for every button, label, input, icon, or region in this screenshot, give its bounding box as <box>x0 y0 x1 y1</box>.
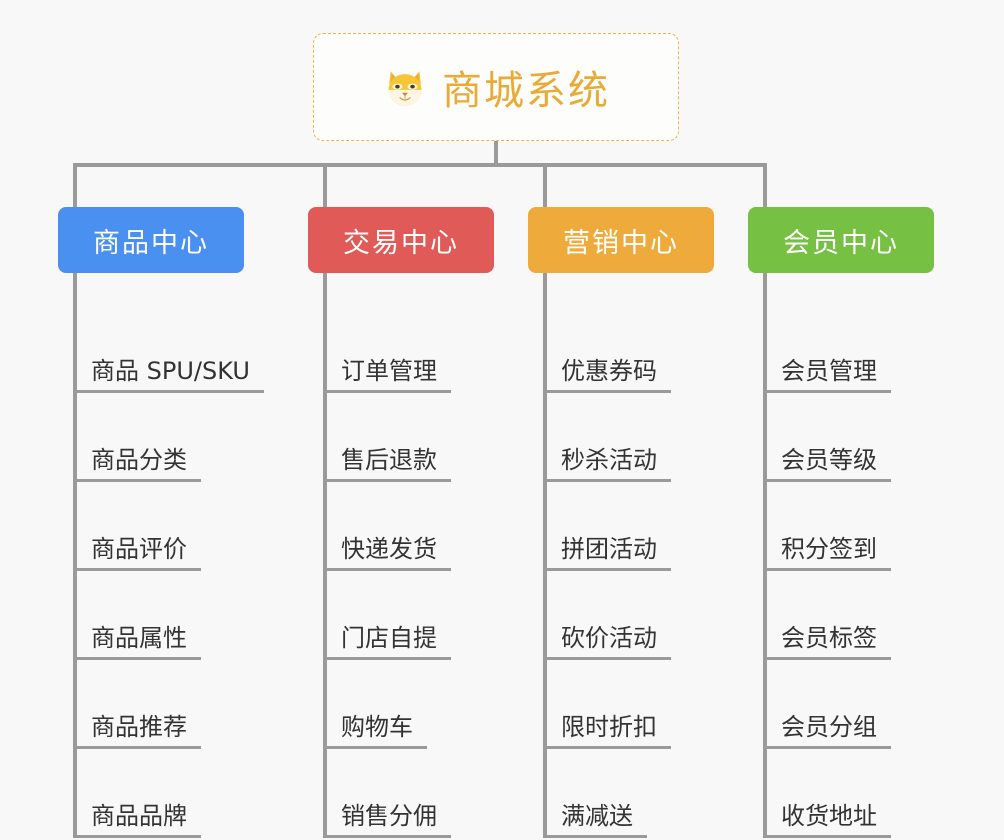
leaf-item[interactable]: 商品属性 <box>73 598 201 660</box>
connector-drop-3 <box>543 163 547 207</box>
leaf-item-label: 快递发货 <box>341 535 437 564</box>
leaf-item[interactable]: 商品 SPU/SKU <box>73 331 264 393</box>
leaf-item[interactable]: 销售分佣 <box>323 776 451 838</box>
leaf-item-label: 砍价活动 <box>561 624 657 653</box>
leaf-item-label: 会员等级 <box>781 446 877 475</box>
leaf-item[interactable]: 拼团活动 <box>543 509 671 571</box>
category-label: 会员中心 <box>783 227 899 259</box>
leaf-item-label: 积分签到 <box>781 535 877 564</box>
leaf-item-label: 收货地址 <box>781 802 877 831</box>
leaf-item[interactable]: 会员管理 <box>763 331 891 393</box>
root-node[interactable]: 商城系统 <box>313 33 679 141</box>
leaf-item-label: 会员标签 <box>781 624 877 653</box>
connector-bus-bar <box>73 163 767 167</box>
connector-root-stem <box>494 141 498 167</box>
category-box-4[interactable]: 会员中心 <box>748 207 934 273</box>
leaf-item-label: 限时折扣 <box>561 713 657 742</box>
leaf-item-label: 商品分类 <box>91 446 187 475</box>
leaf-item[interactable]: 商品推荐 <box>73 687 201 749</box>
leaf-item[interactable]: 商品分类 <box>73 420 201 482</box>
connector-drop-1 <box>73 163 77 207</box>
leaf-item-label: 优惠券码 <box>561 357 657 386</box>
leaf-spine <box>323 273 327 838</box>
connector-drop-2 <box>323 163 327 207</box>
leaf-item-label: 秒杀活动 <box>561 446 657 475</box>
leaf-item[interactable]: 砍价活动 <box>543 598 671 660</box>
leaf-item-label: 门店自提 <box>341 624 437 653</box>
leaf-item[interactable]: 购物车 <box>323 687 427 749</box>
leaf-item-label: 商品评价 <box>91 535 187 564</box>
leaf-item[interactable]: 满减送 <box>543 776 647 838</box>
connector-drop-4 <box>763 163 767 207</box>
leaf-item[interactable]: 限时折扣 <box>543 687 671 749</box>
category-box-1[interactable]: 商品中心 <box>58 207 244 273</box>
leaf-item-label: 拼团活动 <box>561 535 657 564</box>
leaf-item[interactable]: 秒杀活动 <box>543 420 671 482</box>
leaf-item[interactable]: 快递发货 <box>323 509 451 571</box>
leaf-item[interactable]: 商品品牌 <box>73 776 201 838</box>
leaf-item[interactable]: 门店自提 <box>323 598 451 660</box>
leaf-item[interactable]: 售后退款 <box>323 420 451 482</box>
leaf-item[interactable]: 商品评价 <box>73 509 201 571</box>
leaf-item[interactable]: 收货地址 <box>763 776 891 838</box>
category-label: 交易中心 <box>343 227 459 259</box>
shiba-dog-icon <box>382 64 428 110</box>
leaf-item[interactable]: 会员等级 <box>763 420 891 482</box>
leaf-item-label: 会员管理 <box>781 357 877 386</box>
leaf-item[interactable]: 会员标签 <box>763 598 891 660</box>
leaf-item-label: 售后退款 <box>341 446 437 475</box>
leaf-item-label: 商品品牌 <box>91 802 187 831</box>
leaf-item-label: 销售分佣 <box>341 802 437 831</box>
leaf-item[interactable]: 优惠券码 <box>543 331 671 393</box>
category-box-3[interactable]: 营销中心 <box>528 207 714 273</box>
leaf-item[interactable]: 会员分组 <box>763 687 891 749</box>
leaf-spine <box>763 273 767 838</box>
leaf-item-label: 商品推荐 <box>91 713 187 742</box>
leaf-spine <box>73 273 77 838</box>
category-box-2[interactable]: 交易中心 <box>308 207 494 273</box>
root-title: 商城系统 <box>442 68 610 114</box>
leaf-item-label: 订单管理 <box>341 357 437 386</box>
leaf-item-label: 购物车 <box>341 713 413 742</box>
leaf-item[interactable]: 积分签到 <box>763 509 891 571</box>
leaf-item[interactable]: 订单管理 <box>323 331 451 393</box>
category-label: 商品中心 <box>93 227 209 259</box>
leaf-spine <box>543 273 547 838</box>
category-label: 营销中心 <box>563 227 679 259</box>
leaf-item-label: 会员分组 <box>781 713 877 742</box>
leaf-item-label: 商品属性 <box>91 624 187 653</box>
leaf-item-label: 满减送 <box>561 802 633 831</box>
leaf-item-label: 商品 SPU/SKU <box>91 357 250 386</box>
